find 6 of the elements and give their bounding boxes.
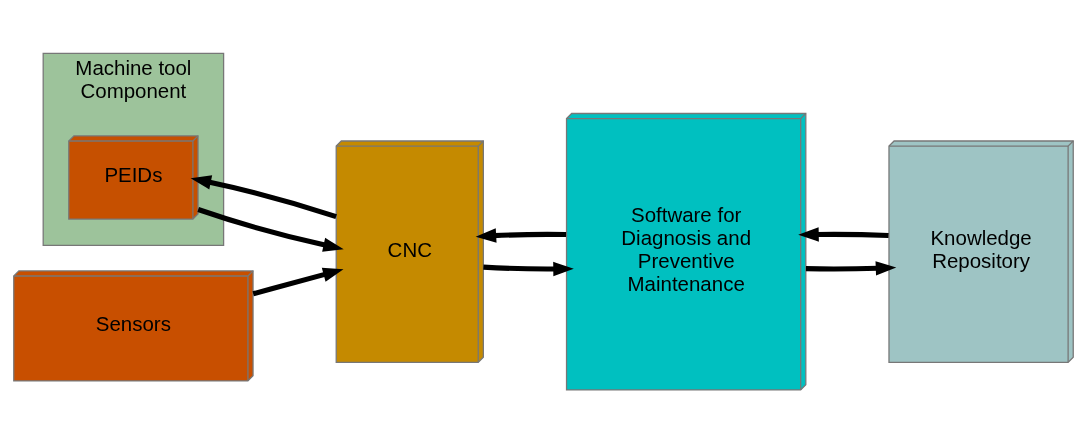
arrow	[190, 174, 337, 219]
arrow	[475, 227, 567, 243]
arrow	[252, 267, 344, 296]
arrow	[798, 226, 889, 242]
arrow	[483, 261, 574, 276]
arrow	[805, 260, 897, 275]
